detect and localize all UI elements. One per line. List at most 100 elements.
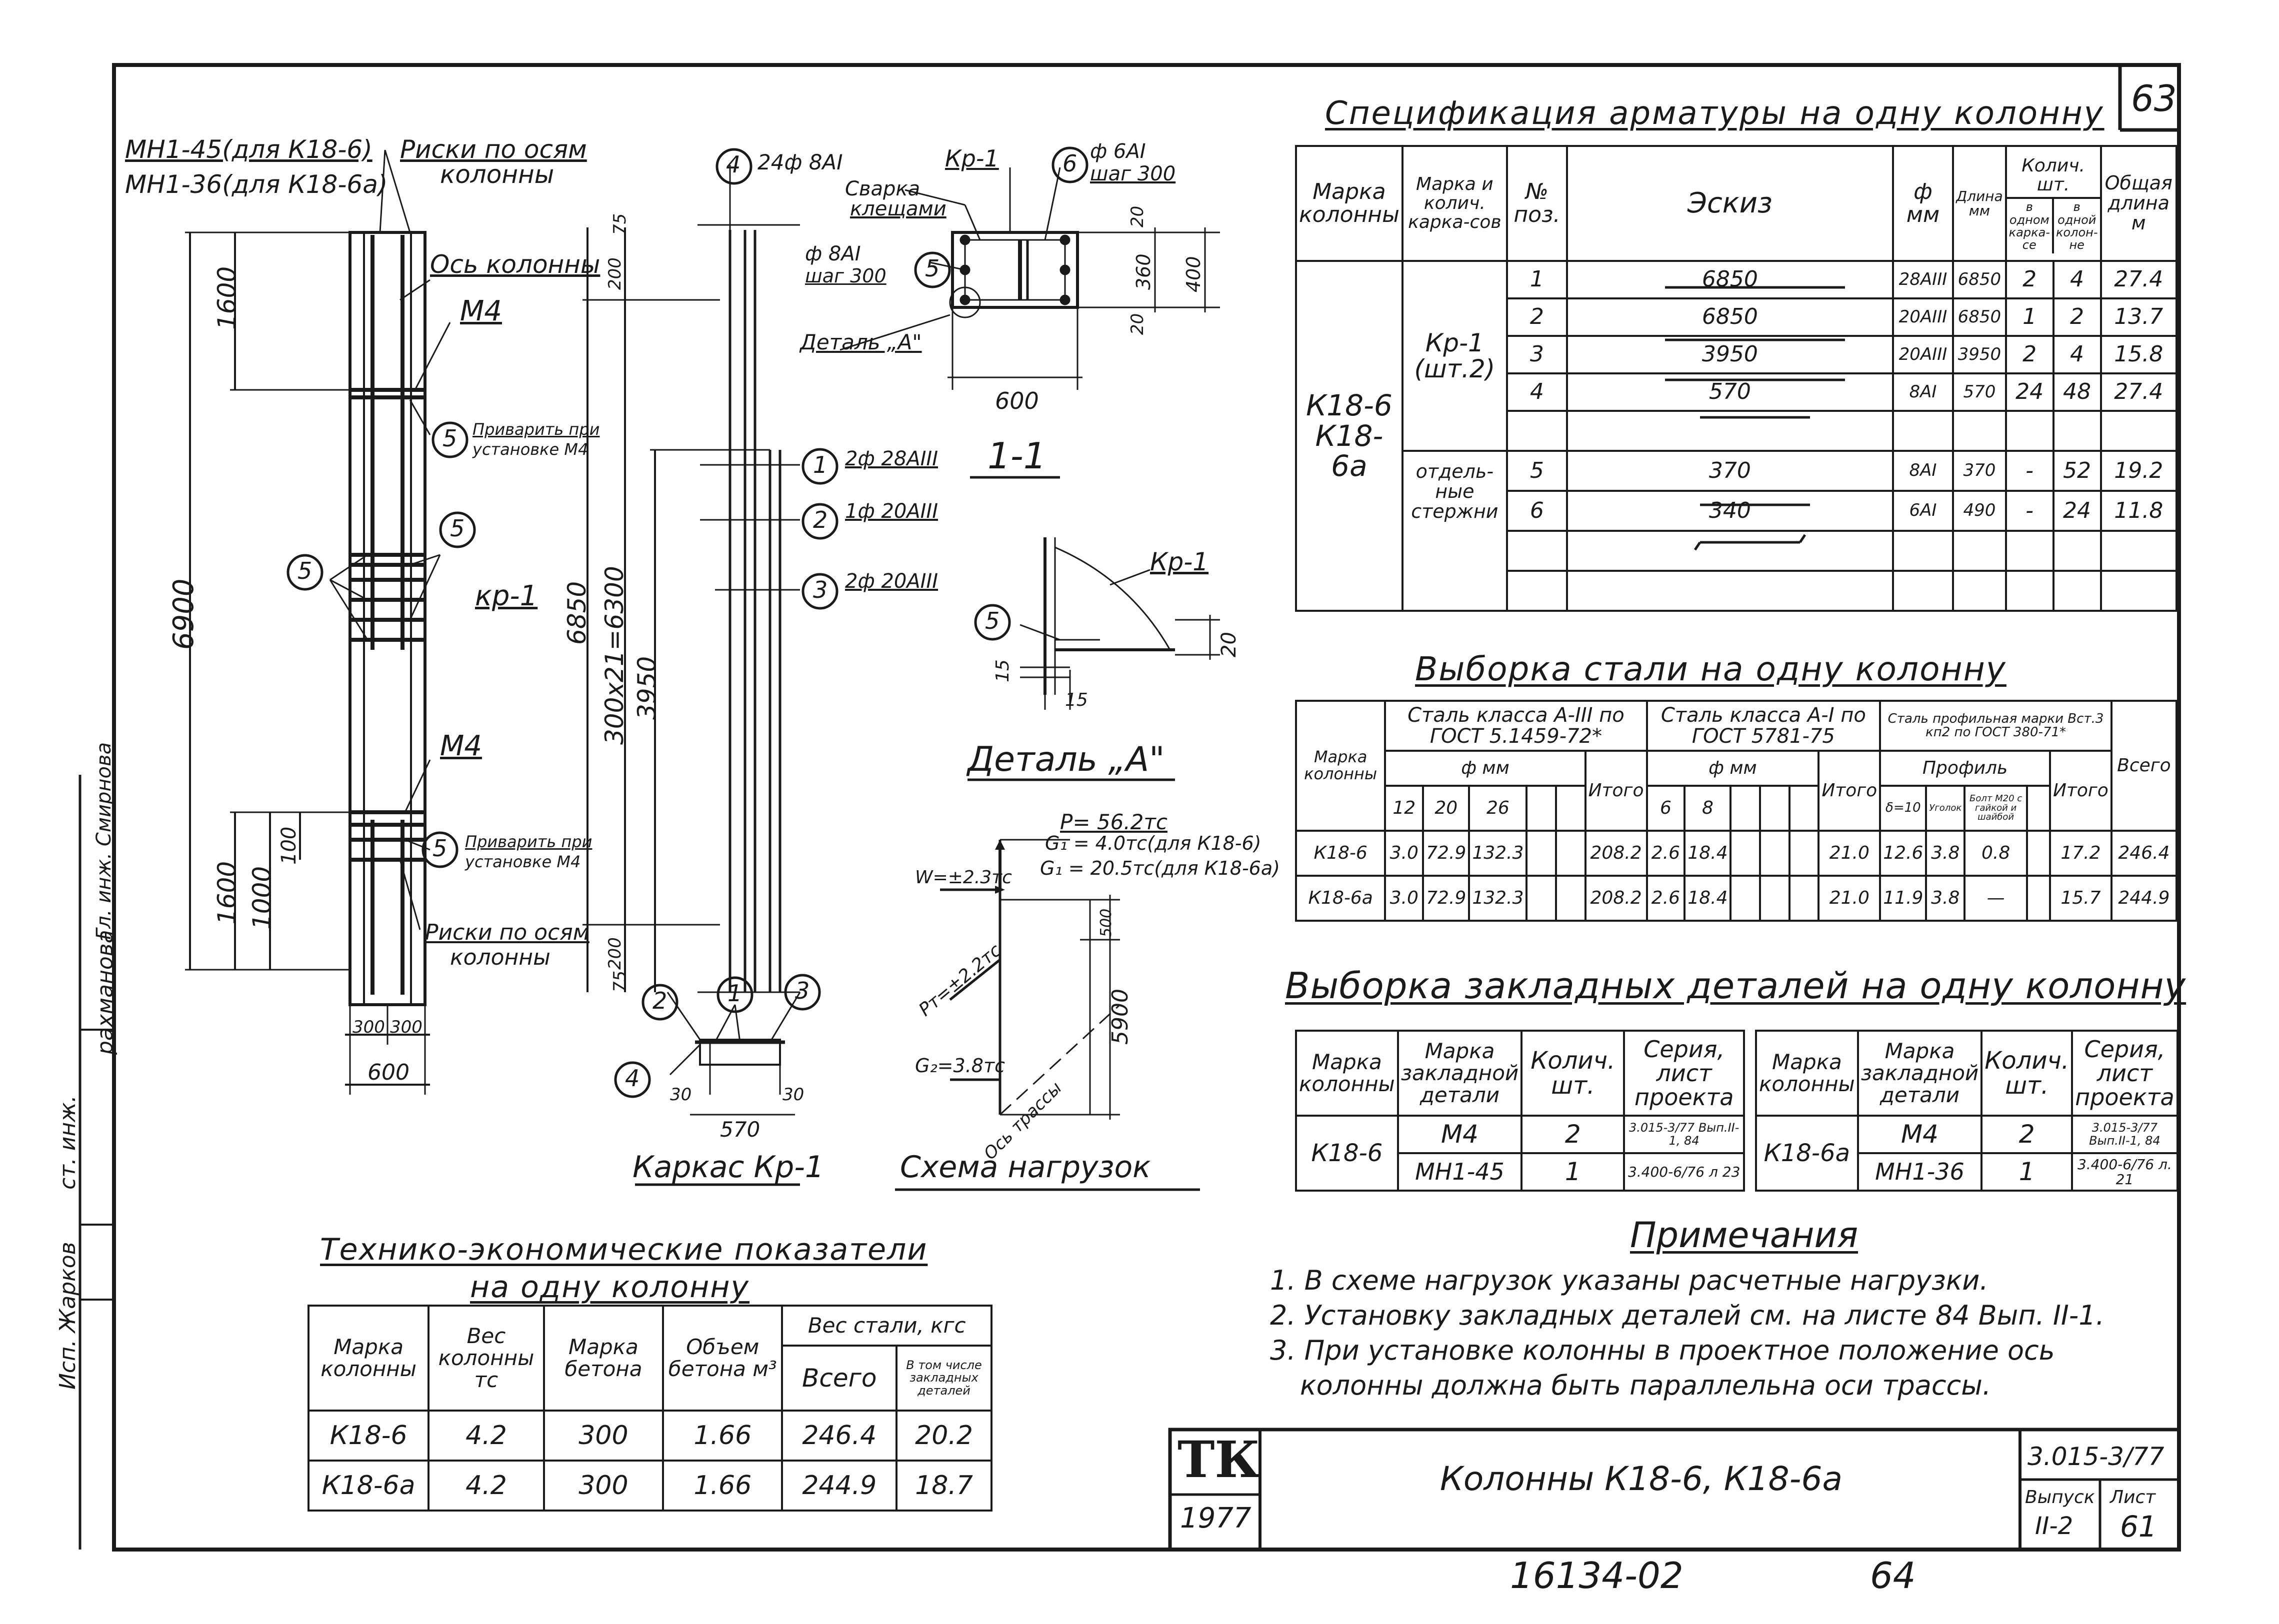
dim-6850: 6850 [562, 581, 592, 645]
steel-col: К18-6 [1294, 830, 1386, 877]
steel-cell: 246.4 [2110, 830, 2178, 877]
emb-h-col: Марка колонны [1295, 1030, 1399, 1117]
embedded-table-left: Марка колонны Марка закладной детали Кол… [1295, 1030, 1745, 1192]
label-weld-1b: установке М4 [472, 440, 588, 459]
emb-part: М4 [1396, 1115, 1523, 1154]
emb-qty: 2 [1520, 1115, 1626, 1154]
steel-h-prof: Сталь профильная марки Вст.3 кп2 по ГОСТ… [1879, 700, 2112, 752]
callout-4-top: 4 [726, 151, 741, 178]
dim-300b: 300 [390, 1017, 422, 1037]
steel-cell: 72.9 [1422, 830, 1470, 877]
spec-pos: 6 [1506, 490, 1568, 532]
spec-h-qty: Колич. шт. [2006, 153, 2100, 199]
dim-6900: 6900 [168, 578, 200, 650]
spec-sketch: 6850 [1566, 260, 1894, 299]
stamp-sheet-label: Лист [2110, 1487, 2156, 1508]
steel-d6: 6 [1646, 785, 1686, 832]
load-g1a: G₁ = 4.0тс(для К18-6) [1045, 832, 1262, 854]
load-p: P= 56.2тс [1060, 810, 1168, 834]
callout-5-col-a: 5 [442, 425, 458, 452]
emb-series: 3.400-6/76 л 23 [1623, 1152, 1745, 1192]
steel-h-a1: Сталь класса А-I по ГОСТ 5781-75 [1646, 700, 1882, 752]
label-m4-bottom: М4 [440, 730, 482, 762]
steel-cell: 132.3 [1468, 875, 1528, 922]
spec-h-dia: ф мм [1892, 145, 1954, 262]
steel-p3: Болт М20 с гайкой и шайбой [1964, 785, 2028, 832]
spec-pos: 3 [1506, 335, 1568, 374]
spec-pos: 4 [1506, 372, 1568, 412]
steel-cell: 12.6 [1879, 830, 1928, 877]
steel-cell: 17.2 [2048, 830, 2112, 877]
emb-h-series: Серия, лист проекта [1623, 1030, 1745, 1117]
spec-qc: 2 [2052, 297, 2102, 337]
spec-dia: 20АIII [1892, 335, 1954, 374]
tech-cell: 300 [542, 1460, 664, 1512]
spec-qf: 2 [2004, 260, 2054, 299]
det-kp1: Кр-1 [1150, 547, 1209, 576]
tech-table: Марка колонны Вес колонны тс Марка бетон… [307, 1305, 992, 1512]
dim-1000: 1000 [248, 866, 276, 930]
spec-dia: 8АI [1892, 450, 1954, 492]
steel-cell: 244.9 [2110, 875, 2178, 922]
emb-qty: 2 [1980, 1115, 2074, 1154]
tech-cell: 246.4 [781, 1410, 898, 1462]
callout-3-frame: 3 [795, 977, 810, 1004]
spec-total: 19.2 [2100, 450, 2178, 492]
steel-table: Марка колонны Сталь класса А-III по ГОСТ… [1294, 700, 2178, 922]
label-risk-bot-2: колонны [450, 945, 550, 970]
steel-h-total-2: Итого [1818, 750, 1882, 832]
sec-bar6-1: ф 6АI [1090, 140, 1146, 163]
stamp-sheet: 61 [2120, 1510, 2157, 1544]
spec-total: 11.8 [2100, 490, 2178, 532]
note-2: 2. Установку закладных деталей см. на ли… [1270, 1300, 2104, 1331]
callout-3-bar: 3 [813, 576, 828, 603]
sec-dim-400: 400 [1182, 256, 1204, 292]
steel-d8: 8 [1684, 785, 1732, 832]
steel-h-col: Марка колонны [1294, 700, 1386, 832]
tech-col: К18-6а [307, 1460, 430, 1512]
load-w: W=±2.3тс [915, 867, 1012, 888]
callout-5-col-b: 5 [298, 557, 312, 584]
spec-sketch: 3950 [1566, 335, 1894, 374]
spec-h-frame: Марка и колич. карка-сов [1401, 145, 1508, 262]
spec-qf: 2 [2004, 335, 2054, 374]
steel-cell: 0.8 [1964, 830, 2028, 877]
spec-len: 490 [1952, 490, 2007, 532]
spec-pos: 5 [1506, 450, 1568, 492]
steel-cell: 11.9 [1879, 875, 1928, 922]
callout-2-frame: 2 [652, 987, 668, 1014]
spec-h-qty-frame: в одном карка-се [2007, 199, 2054, 254]
steel-h-total-3: Итого [2048, 750, 2112, 832]
label-weld-2b: установке М4 [465, 852, 581, 871]
emb-h-qty-r: Колич. шт. [1980, 1030, 2074, 1117]
steel-cell: 72.9 [1422, 875, 1470, 922]
dim-200b: 200 [605, 937, 625, 970]
callout-5-col-c: 5 [450, 515, 465, 542]
sec-dim-360: 360 [1132, 253, 1154, 290]
spec-qc: 4 [2052, 335, 2102, 374]
load-5900: 5900 [1108, 989, 1133, 1045]
spec-sketch: 370 [1566, 450, 1894, 492]
emb-qty: 1 [1980, 1152, 2074, 1192]
sec-detail: Деталь „А" [800, 330, 922, 354]
spec-frame-2: отдель-ные стержни [1401, 450, 1508, 612]
stamp-issue-label: Выпуск [2025, 1487, 2095, 1508]
spec-h-col: Марка колонны [1295, 145, 1404, 262]
spec-table: Марка колонны Марка и колич. карка-сов №… [1295, 145, 2178, 612]
tech-h-col: Марка колонны [307, 1305, 430, 1412]
spec-qc: 24 [2052, 490, 2102, 532]
det-15a: 15 [992, 659, 1013, 682]
label-mn1-36: МН1-36(для К18-6а) [125, 170, 388, 199]
steel-cell: 18.4 [1684, 830, 1732, 877]
stamp-year: 1977 [1180, 1502, 1252, 1535]
tech-cell: 1.66 [662, 1410, 784, 1462]
tech-cell: 244.9 [781, 1460, 898, 1512]
steel-h-total-1: Итого [1584, 750, 1648, 832]
sec-bar5-2: шаг 300 [805, 265, 886, 287]
tech-h-emb: В том числе закладных деталей [896, 1345, 992, 1412]
load-g1b: G₁ = 20.5тс(для К18-6а) [1040, 857, 1280, 879]
callout-6: 6 [1062, 150, 1078, 177]
emb-series: 3.015-3/77 Вып.II-1, 84 [2071, 1115, 2178, 1154]
tech-h-volume: Объем бетона м³ [662, 1305, 784, 1412]
tech-h-weight: Вес колонны тс [428, 1305, 545, 1412]
